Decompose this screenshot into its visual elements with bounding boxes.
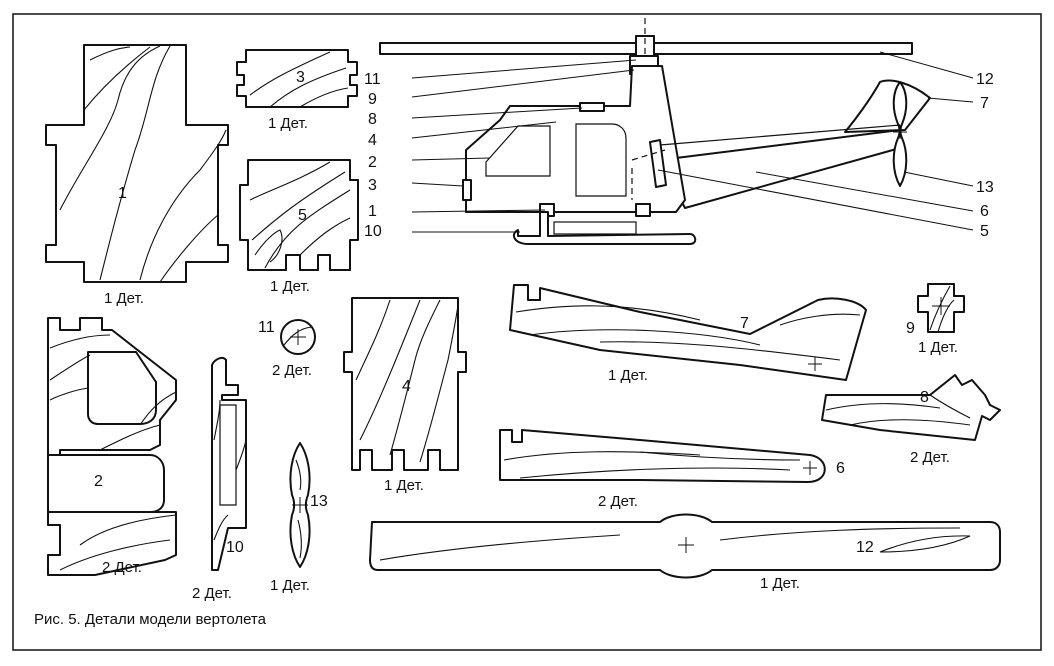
part-11-count: 2 Дет. xyxy=(272,362,312,379)
part-6: 6 2 Дет. xyxy=(499,429,845,510)
part-4-count: 1 Дет. xyxy=(384,477,424,494)
part-12: 12 1 Дет. xyxy=(369,513,1001,592)
part-6-count: 2 Дет. xyxy=(598,493,638,510)
part-2-count: 2 Дет. xyxy=(102,559,142,576)
part-3-count: 1 Дет. xyxy=(268,115,308,132)
part-10: 10 2 Дет. xyxy=(192,356,247,602)
callout-2: 2 xyxy=(368,154,377,171)
callout-9: 9 xyxy=(368,91,377,108)
part-number-13: 13 xyxy=(310,493,328,510)
part-7: 7 1 Дет. xyxy=(509,284,867,384)
callout-3: 3 xyxy=(368,177,377,194)
callout-6: 6 xyxy=(980,203,989,220)
part-11: 11 2 Дет. xyxy=(258,319,316,379)
part-number-2: 2 xyxy=(94,473,103,490)
part-number-1: 1 xyxy=(118,185,127,202)
part-5-count: 1 Дет. xyxy=(270,278,310,295)
callout-1: 1 xyxy=(368,203,377,220)
part-13: 13 1 Дет. xyxy=(270,442,328,594)
part-number-11: 11 xyxy=(258,319,275,336)
figure-caption: Рис. 5. Детали модели вертолета xyxy=(34,611,267,628)
part-12-count: 1 Дет. xyxy=(760,575,800,592)
part-2: 2 2 Дет. xyxy=(47,317,177,576)
callout-13: 13 xyxy=(976,179,994,196)
callout-12: 12 xyxy=(976,71,994,88)
callout-4: 4 xyxy=(368,132,377,149)
callout-7: 7 xyxy=(980,95,989,112)
part-7-count: 1 Дет. xyxy=(608,367,648,384)
part-number-12: 12 xyxy=(856,539,874,556)
callout-5: 5 xyxy=(980,223,989,240)
part-number-9: 9 xyxy=(906,320,915,337)
part-number-6: 6 xyxy=(836,460,845,477)
part-3: 3 1 Дет. xyxy=(236,49,358,132)
part-number-10: 10 xyxy=(226,539,244,556)
callout-11: 11 xyxy=(364,71,381,88)
part-number-3: 3 xyxy=(296,69,305,86)
part-9-count: 1 Дет. xyxy=(918,339,958,356)
part-1-count: 1 Дет. xyxy=(104,290,144,307)
part-8: 8 2 Дет. xyxy=(821,374,1001,466)
part-10-count: 2 Дет. xyxy=(192,585,232,602)
part-4: 4 1 Дет. xyxy=(343,297,467,494)
callout-10: 10 xyxy=(364,223,382,240)
part-number-5: 5 xyxy=(298,207,307,224)
part-number-4: 4 xyxy=(402,378,411,395)
part-1: 1 1 Дет. xyxy=(45,44,229,307)
part-number-8: 8 xyxy=(920,389,929,406)
assembled-helicopter: 11 9 8 4 2 3 1 10 12 7 13 6 5 xyxy=(364,18,994,245)
part-5: 5 1 Дет. xyxy=(239,159,359,295)
part-13-count: 1 Дет. xyxy=(270,577,310,594)
callout-8: 8 xyxy=(368,111,377,128)
part-number-7: 7 xyxy=(740,315,749,332)
part-9: 9 1 Дет. xyxy=(906,283,965,356)
part-8-count: 2 Дет. xyxy=(910,449,950,466)
